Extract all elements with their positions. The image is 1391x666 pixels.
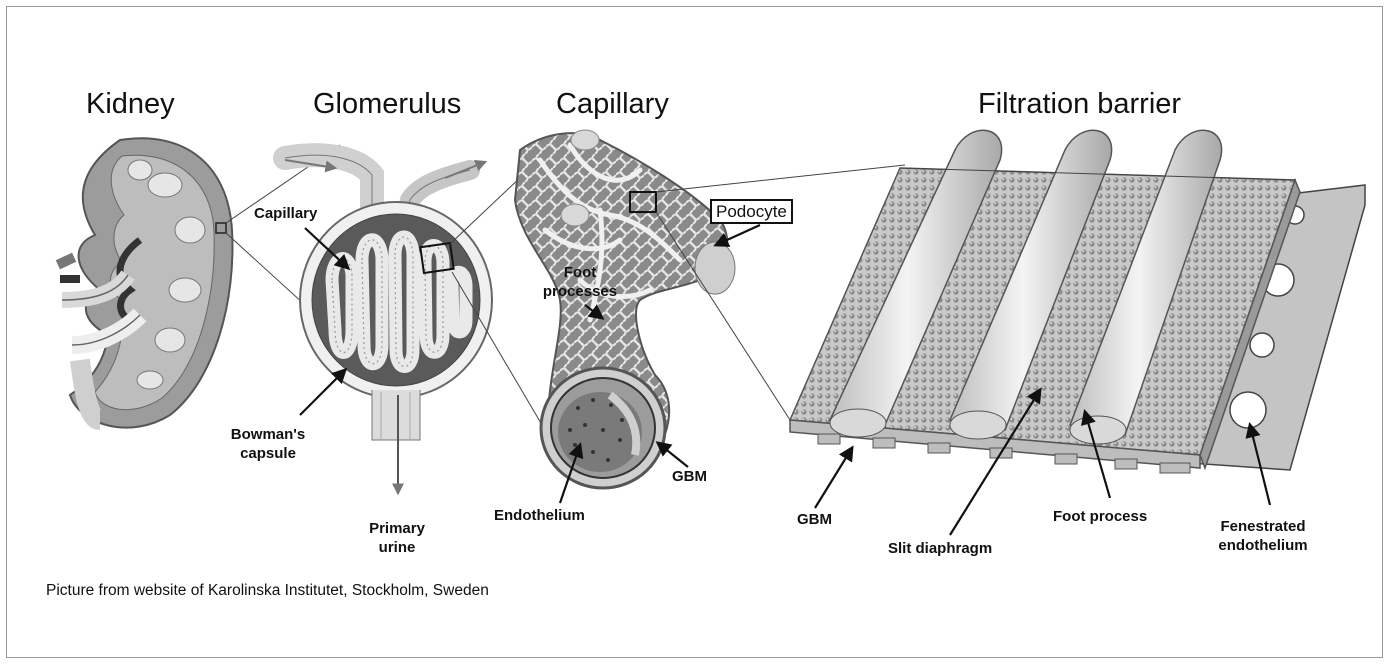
label-bowmans-line1: Bowman's bbox=[218, 425, 318, 444]
label-capillary: Capillary bbox=[254, 204, 317, 223]
label-podocyte: Podocyte bbox=[710, 199, 793, 224]
image-credit: Picture from website of Karolinska Insti… bbox=[46, 582, 489, 600]
label-bowmans-capsule: Bowman's capsule bbox=[218, 425, 318, 463]
label-primary-urine-line2: urine bbox=[357, 538, 437, 557]
label-fenestrated-endothelium: Fenestrated endothelium bbox=[1198, 517, 1328, 555]
title-glomerulus: Glomerulus bbox=[313, 88, 461, 121]
label-foot-processes: Foot processes bbox=[540, 263, 620, 301]
label-slit-diaphragm: Slit diaphragm bbox=[888, 539, 992, 558]
label-foot-processes-line1: Foot bbox=[540, 263, 620, 282]
label-primary-urine: Primary urine bbox=[357, 519, 437, 557]
label-bowmans-line2: capsule bbox=[218, 444, 318, 463]
title-kidney: Kidney bbox=[86, 88, 175, 121]
label-gbm-barrier: GBM bbox=[797, 510, 832, 529]
label-primary-urine-line1: Primary bbox=[357, 519, 437, 538]
title-filtration-barrier: Filtration barrier bbox=[978, 88, 1181, 121]
label-foot-processes-line2: processes bbox=[540, 282, 620, 301]
label-gbm-capillary: GBM bbox=[672, 467, 707, 486]
filtration-barrier-illustration bbox=[790, 130, 1365, 473]
title-capillary: Capillary bbox=[556, 88, 669, 121]
label-fenestrated-line1: Fenestrated bbox=[1198, 517, 1328, 536]
label-endothelium: Endothelium bbox=[494, 506, 585, 525]
label-fenestrated-line2: endothelium bbox=[1198, 536, 1328, 555]
label-foot-process: Foot process bbox=[1053, 507, 1147, 526]
